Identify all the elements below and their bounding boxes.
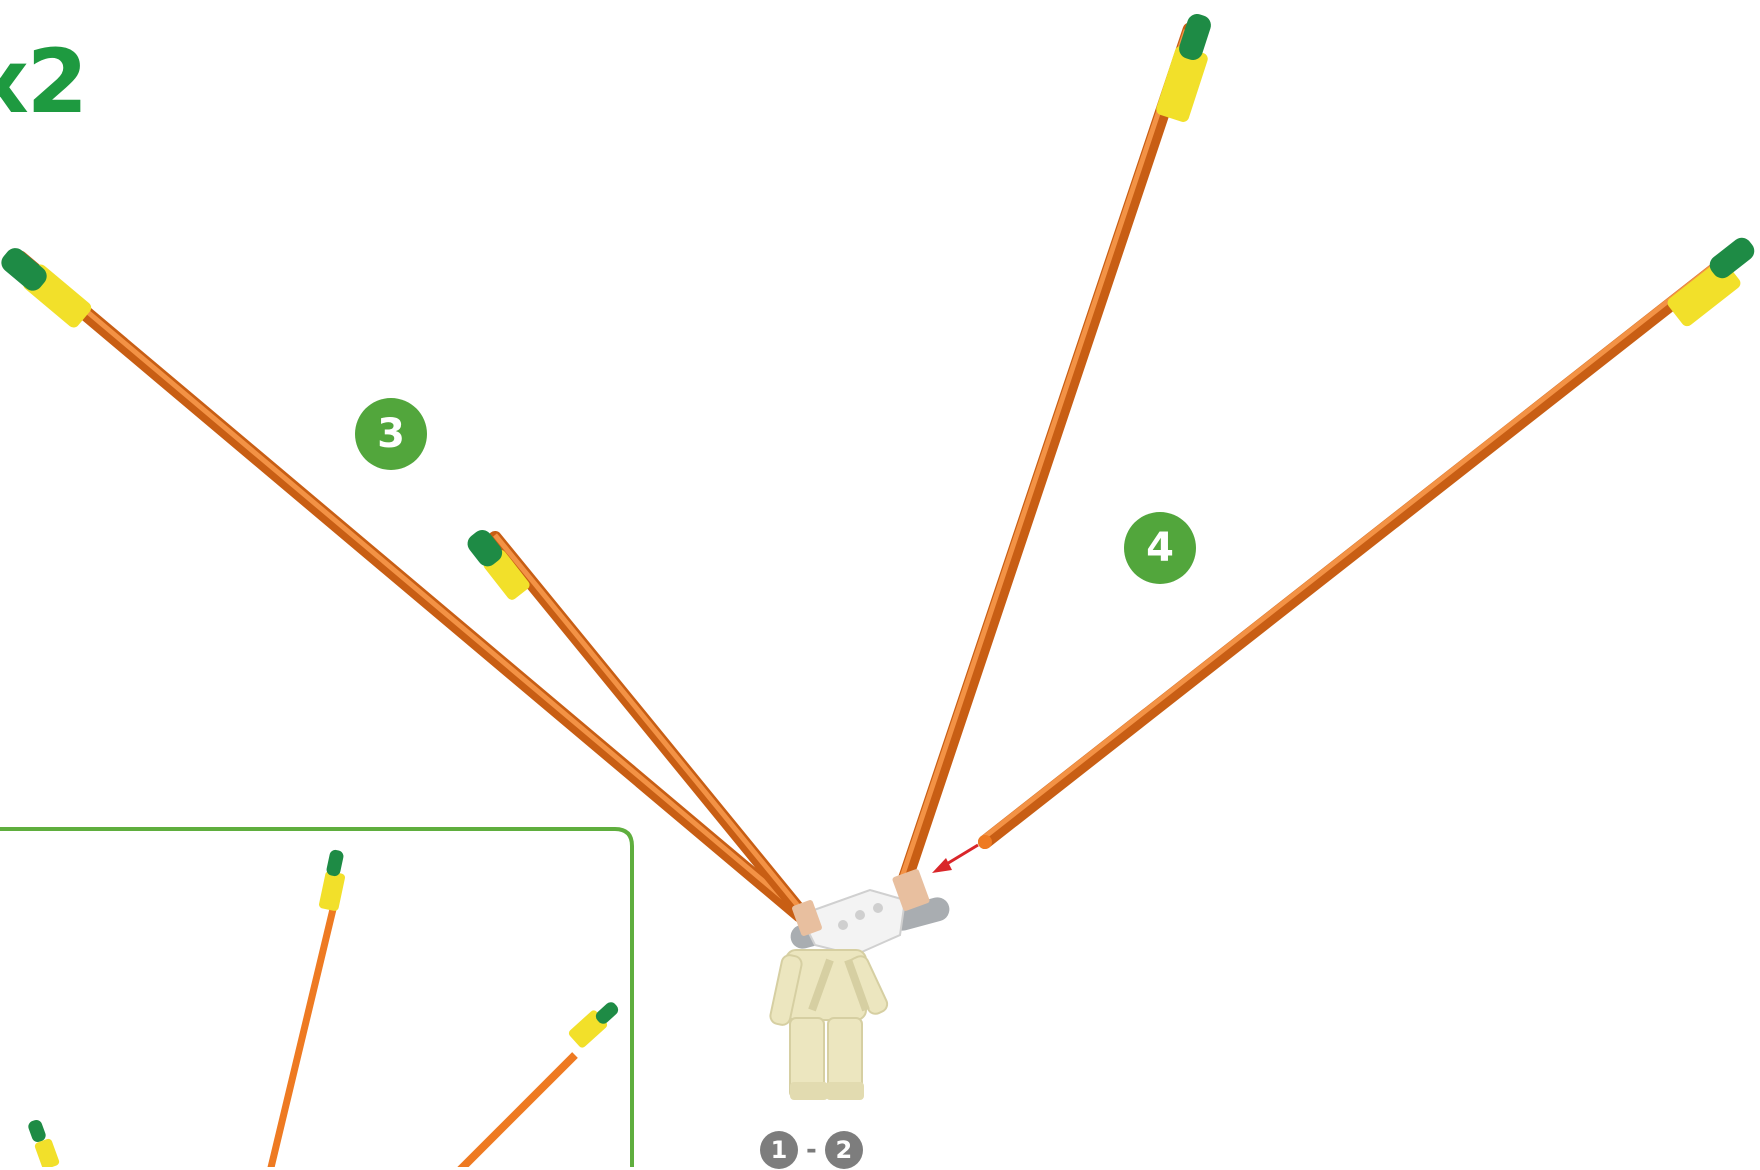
rod-highlight	[898, 29, 1189, 881]
connector-icon	[34, 1138, 60, 1167]
rod-end-peg	[978, 835, 992, 849]
clip-icon	[892, 869, 930, 911]
inset-rods	[28, 849, 619, 1167]
end-cap-icon	[595, 1002, 619, 1024]
connector-far-left	[1, 248, 92, 328]
sub-step-to: 2	[824, 1131, 863, 1169]
connector-short-left	[467, 530, 530, 600]
hub-hole	[855, 910, 865, 920]
end-cap-icon	[1709, 237, 1755, 279]
end-cap-icon	[1179, 14, 1211, 60]
step-number: 3	[377, 411, 405, 457]
hub-hole	[838, 920, 848, 930]
hub-hole	[873, 903, 883, 913]
step-number: 4	[1146, 525, 1174, 571]
inset-frame	[0, 827, 634, 1167]
sub-step-from: 1	[760, 1131, 798, 1169]
rod-icon	[978, 243, 1747, 849]
rod-icon	[897, 22, 1198, 888]
connector-top	[1156, 14, 1211, 122]
figure-assembly	[769, 869, 950, 1100]
connector-icon	[1156, 46, 1208, 122]
end-cap-icon	[1, 248, 47, 291]
step-badge-4: 4	[1124, 512, 1196, 584]
connector-icon	[319, 871, 345, 911]
rod-highlight	[493, 533, 805, 914]
rod-highlight	[980, 245, 1739, 841]
figure-icon	[769, 949, 889, 1100]
rod-icon	[267, 904, 338, 1167]
step-badge-3: 3	[355, 398, 427, 470]
arrow-icon	[932, 843, 979, 873]
sub-step-separator: -	[806, 1135, 817, 1165]
rod-group-main	[12, 22, 1747, 923]
rod-highlight	[18, 253, 802, 914]
sub-step-reference: 1 - 2	[760, 1130, 863, 1170]
rod-icon	[457, 1052, 578, 1167]
end-cap-icon	[467, 530, 503, 567]
clip-icon	[792, 900, 822, 936]
end-cap-icon	[28, 1119, 46, 1143]
end-cap-icon	[326, 849, 344, 877]
connector-far-right	[1667, 237, 1755, 327]
quantity-label: x2	[0, 30, 88, 133]
